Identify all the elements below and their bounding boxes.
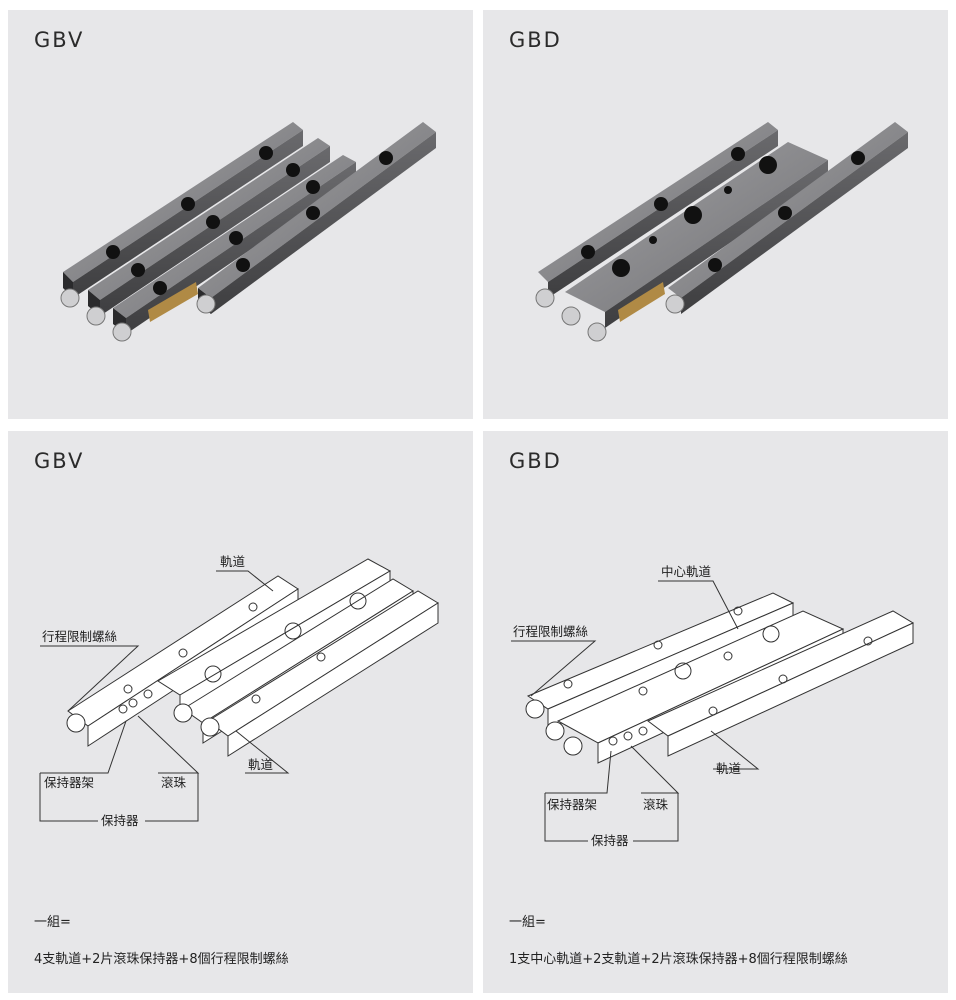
label-center-rail: 中心軌道 — [661, 564, 712, 579]
label-cage: 保持器 — [101, 813, 139, 828]
set-contents: 1支中心軌道+2支軌道+2片滾珠保持器+8個行程限制螺絲 — [509, 952, 848, 967]
panel-gbv-photo: GBV — [8, 10, 473, 419]
panel-gbd-diagram: GBD 中心軌道 — [483, 431, 948, 993]
stroke-limit-screws — [60, 288, 216, 342]
stroke-limit-screws — [535, 288, 685, 342]
rail-front — [668, 122, 908, 314]
rail-1 — [63, 122, 303, 298]
panel-title: GBD — [509, 28, 562, 52]
label-rail-top: 軌道 — [220, 554, 246, 569]
set-contents: 4支軌道+2片滾珠保持器+8個行程限制螺絲 — [34, 952, 289, 967]
label-cage: 保持器 — [591, 833, 629, 848]
label-stroke-screw: 行程限制螺絲 — [42, 629, 118, 644]
callout-lines — [511, 580, 760, 842]
gbv-product-photo — [60, 122, 436, 342]
label-cage-frame: 保持器架 — [547, 797, 597, 812]
gbv-rails — [67, 558, 439, 757]
gbd-line-drawing: 中心軌道 行程限制螺絲 軌道 保持器架 滾珠 保持器 — [511, 564, 915, 848]
rail-holes — [123, 592, 367, 704]
label-rail: 軌道 — [716, 761, 742, 776]
panel-title: GBV — [34, 449, 85, 473]
gbd-rails — [526, 592, 915, 764]
label-ball: 滾珠 — [643, 797, 669, 812]
gbd-product-photo — [535, 122, 908, 342]
panel-title: GBD — [509, 449, 562, 473]
cage-balls — [118, 689, 153, 714]
cage-balls — [608, 726, 648, 746]
rail-holes — [563, 606, 873, 716]
panel-gbd-photo: GBD — [483, 10, 948, 419]
panel-gbv-diagram: GBV — [8, 431, 473, 993]
brass-cage — [148, 282, 198, 322]
end-screws — [66, 703, 220, 737]
label-rail-bottom: 軌道 — [248, 757, 274, 772]
label-stroke-screw: 行程限制螺絲 — [513, 624, 589, 639]
label-ball: 滾珠 — [161, 775, 187, 790]
callout-lines — [39, 570, 290, 822]
label-cage-frame: 保持器架 — [44, 775, 94, 790]
brass-cage — [618, 282, 665, 322]
panel-title: GBV — [34, 28, 85, 52]
set-label: 一組= — [34, 915, 71, 930]
set-label: 一組= — [509, 915, 546, 930]
gbv-line-drawing: 軌道 行程限制螺絲 保持器架 滾珠 軌道 保持器 — [39, 554, 439, 828]
end-screws — [525, 699, 583, 756]
rail-back — [538, 122, 778, 298]
